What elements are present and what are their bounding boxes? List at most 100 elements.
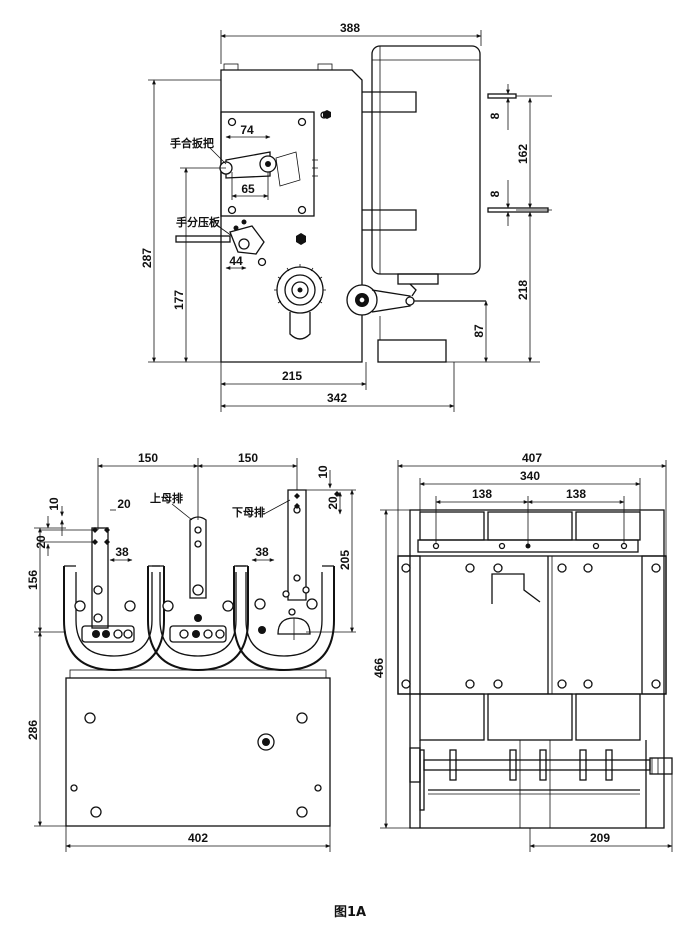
mount-hole xyxy=(314,784,322,792)
spring-marks xyxy=(312,159,318,177)
rail-hole xyxy=(432,542,440,550)
rear-bottom-block xyxy=(419,693,485,741)
rear-main-plate xyxy=(397,555,667,695)
terminal-tab-top xyxy=(487,93,517,99)
dim-65: 65 xyxy=(241,182,255,196)
shaft-arm xyxy=(605,749,613,781)
rear-bottom-block xyxy=(487,693,573,741)
rear-bracket xyxy=(491,573,541,604)
rear-hole xyxy=(465,563,475,573)
motor-clamp-top xyxy=(362,91,417,113)
dim-150-left: 150 xyxy=(138,451,158,465)
dim-342: 342 xyxy=(327,391,347,405)
mount-hole xyxy=(296,712,308,724)
dim-44: 44 xyxy=(229,254,243,268)
handle-center xyxy=(265,161,271,167)
dim-38-left: 38 xyxy=(115,545,129,559)
gear-wheel xyxy=(274,264,326,340)
rear-hole xyxy=(557,679,567,689)
crank-pin xyxy=(405,296,415,306)
dim-286: 286 xyxy=(26,720,40,740)
rear-hole xyxy=(651,563,661,573)
shaft-arm xyxy=(449,749,457,781)
gear-slot xyxy=(289,312,311,340)
shaft-end xyxy=(649,757,673,775)
motor-shaft-housing xyxy=(397,273,439,285)
hex-nut xyxy=(296,233,306,245)
mount-hole xyxy=(90,806,102,818)
motor-body xyxy=(371,45,481,275)
rear-hole xyxy=(401,563,411,573)
dim-138-left: 138 xyxy=(472,487,492,501)
lever-pivot xyxy=(238,238,250,250)
rear-hole xyxy=(557,563,567,573)
rear-hole xyxy=(493,679,503,689)
dim-150-right: 150 xyxy=(238,451,258,465)
dim-466: 466 xyxy=(372,658,386,678)
busbar-hole-detail xyxy=(92,527,110,545)
dim-162: 162 xyxy=(516,144,530,164)
rear-hole xyxy=(583,679,593,689)
side-view: 388 74 65 44 手合扳把 手分压板 287 177 8 162 8 xyxy=(140,21,552,412)
label-upper-busbar: 上母排 xyxy=(150,491,183,505)
front-view: 150 150 10 20 20 38 38 上母排 下母排 xyxy=(26,451,356,852)
rear-outline xyxy=(409,509,665,829)
side-top-bracket-right xyxy=(317,63,333,71)
open-lever xyxy=(229,225,265,255)
mount-hole xyxy=(70,784,78,792)
dim-340: 340 xyxy=(520,469,540,483)
busbar-hole xyxy=(294,503,300,509)
shaft-arm xyxy=(509,749,517,781)
dim-20-right: 20 xyxy=(326,496,340,510)
rear-side-flange-right xyxy=(641,555,667,695)
rear-top-block xyxy=(575,511,641,541)
dim-10-top: 10 xyxy=(47,497,61,511)
center-bolt-core xyxy=(262,738,270,746)
label-manual-close-handle: 手合扳把 xyxy=(170,136,214,150)
rail-hole xyxy=(620,542,628,550)
motor-base xyxy=(377,339,447,363)
rail-hole xyxy=(592,542,600,550)
rear-hole xyxy=(651,679,661,689)
dim-177: 177 xyxy=(172,290,186,310)
rear-hole xyxy=(493,563,503,573)
label-manual-open-plate: 手分压板 xyxy=(176,215,221,229)
dim-74: 74 xyxy=(240,123,254,137)
shaft-bearing-block xyxy=(409,747,421,783)
rear-hole xyxy=(465,679,475,689)
rear-view: 407 340 138 138 466 209 xyxy=(372,451,673,852)
open-plate-bar xyxy=(175,235,231,243)
rear-hole xyxy=(401,679,411,689)
shaft-arm xyxy=(579,749,587,781)
label-lower-busbar: 下母排 xyxy=(232,505,265,519)
dim-205: 205 xyxy=(338,550,352,570)
pole-3 xyxy=(233,489,335,672)
crank-center xyxy=(358,296,366,304)
lever-pin xyxy=(233,225,239,231)
bolt-hole xyxy=(297,117,307,127)
front-base-block xyxy=(65,677,331,827)
lever-pin xyxy=(241,219,247,225)
dim-215: 215 xyxy=(282,369,302,383)
hex-nut xyxy=(323,110,331,119)
pole-2 xyxy=(147,516,249,672)
dim-8-bottom: 8 xyxy=(488,190,502,197)
rear-top-block xyxy=(419,511,485,541)
link xyxy=(409,283,417,297)
dim-209: 209 xyxy=(590,831,610,845)
mount-hole xyxy=(84,712,96,724)
crank-arm xyxy=(371,289,411,313)
rear-side-flange-left xyxy=(397,555,421,695)
dim-87: 87 xyxy=(472,324,486,338)
rear-hole xyxy=(583,563,593,573)
figure-caption: 图1A xyxy=(334,905,366,920)
rail-hole xyxy=(525,543,531,549)
motor-clamp-bottom xyxy=(362,209,417,231)
bolt-hole xyxy=(297,205,307,215)
motor-edge xyxy=(372,46,480,274)
dim-402: 402 xyxy=(188,831,208,845)
rear-top-block xyxy=(487,511,573,541)
dim-38-right: 38 xyxy=(255,545,269,559)
dim-20-left: 20 xyxy=(34,535,48,549)
